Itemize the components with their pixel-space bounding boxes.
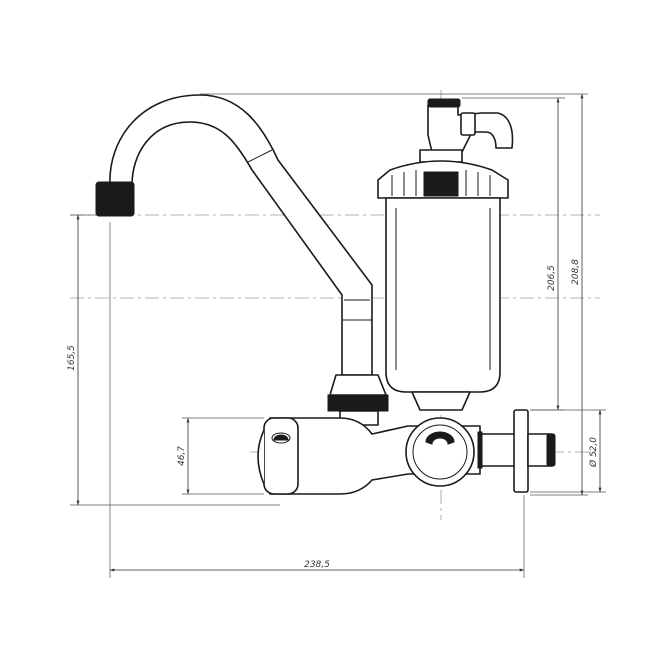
overall-width-label: 238,5	[304, 560, 330, 570]
water-filter	[377, 98, 514, 411]
spout	[95, 94, 373, 376]
spout-height-label: 165,5	[67, 345, 77, 371]
flange-diameter-label: Ø 52,0	[588, 437, 599, 468]
overall-height-label: 208,8	[571, 259, 581, 285]
left-handle	[257, 417, 299, 495]
wall-flange	[513, 409, 529, 493]
aerator-nozzle	[95, 181, 135, 217]
valve-body	[257, 409, 556, 495]
knurled-ring	[327, 394, 389, 412]
outlet-hose	[460, 112, 476, 136]
valve-height-label: 46,7	[177, 446, 187, 466]
filter-housing	[385, 197, 501, 393]
dimension-labels: 165,5 46,7 238,5 206,5 208,8 Ø 52,0	[67, 259, 599, 570]
right-handle	[405, 417, 475, 487]
cap-ribs	[391, 170, 491, 197]
filter-height-label: 206,5	[547, 265, 557, 291]
dimension-lines	[70, 93, 606, 578]
